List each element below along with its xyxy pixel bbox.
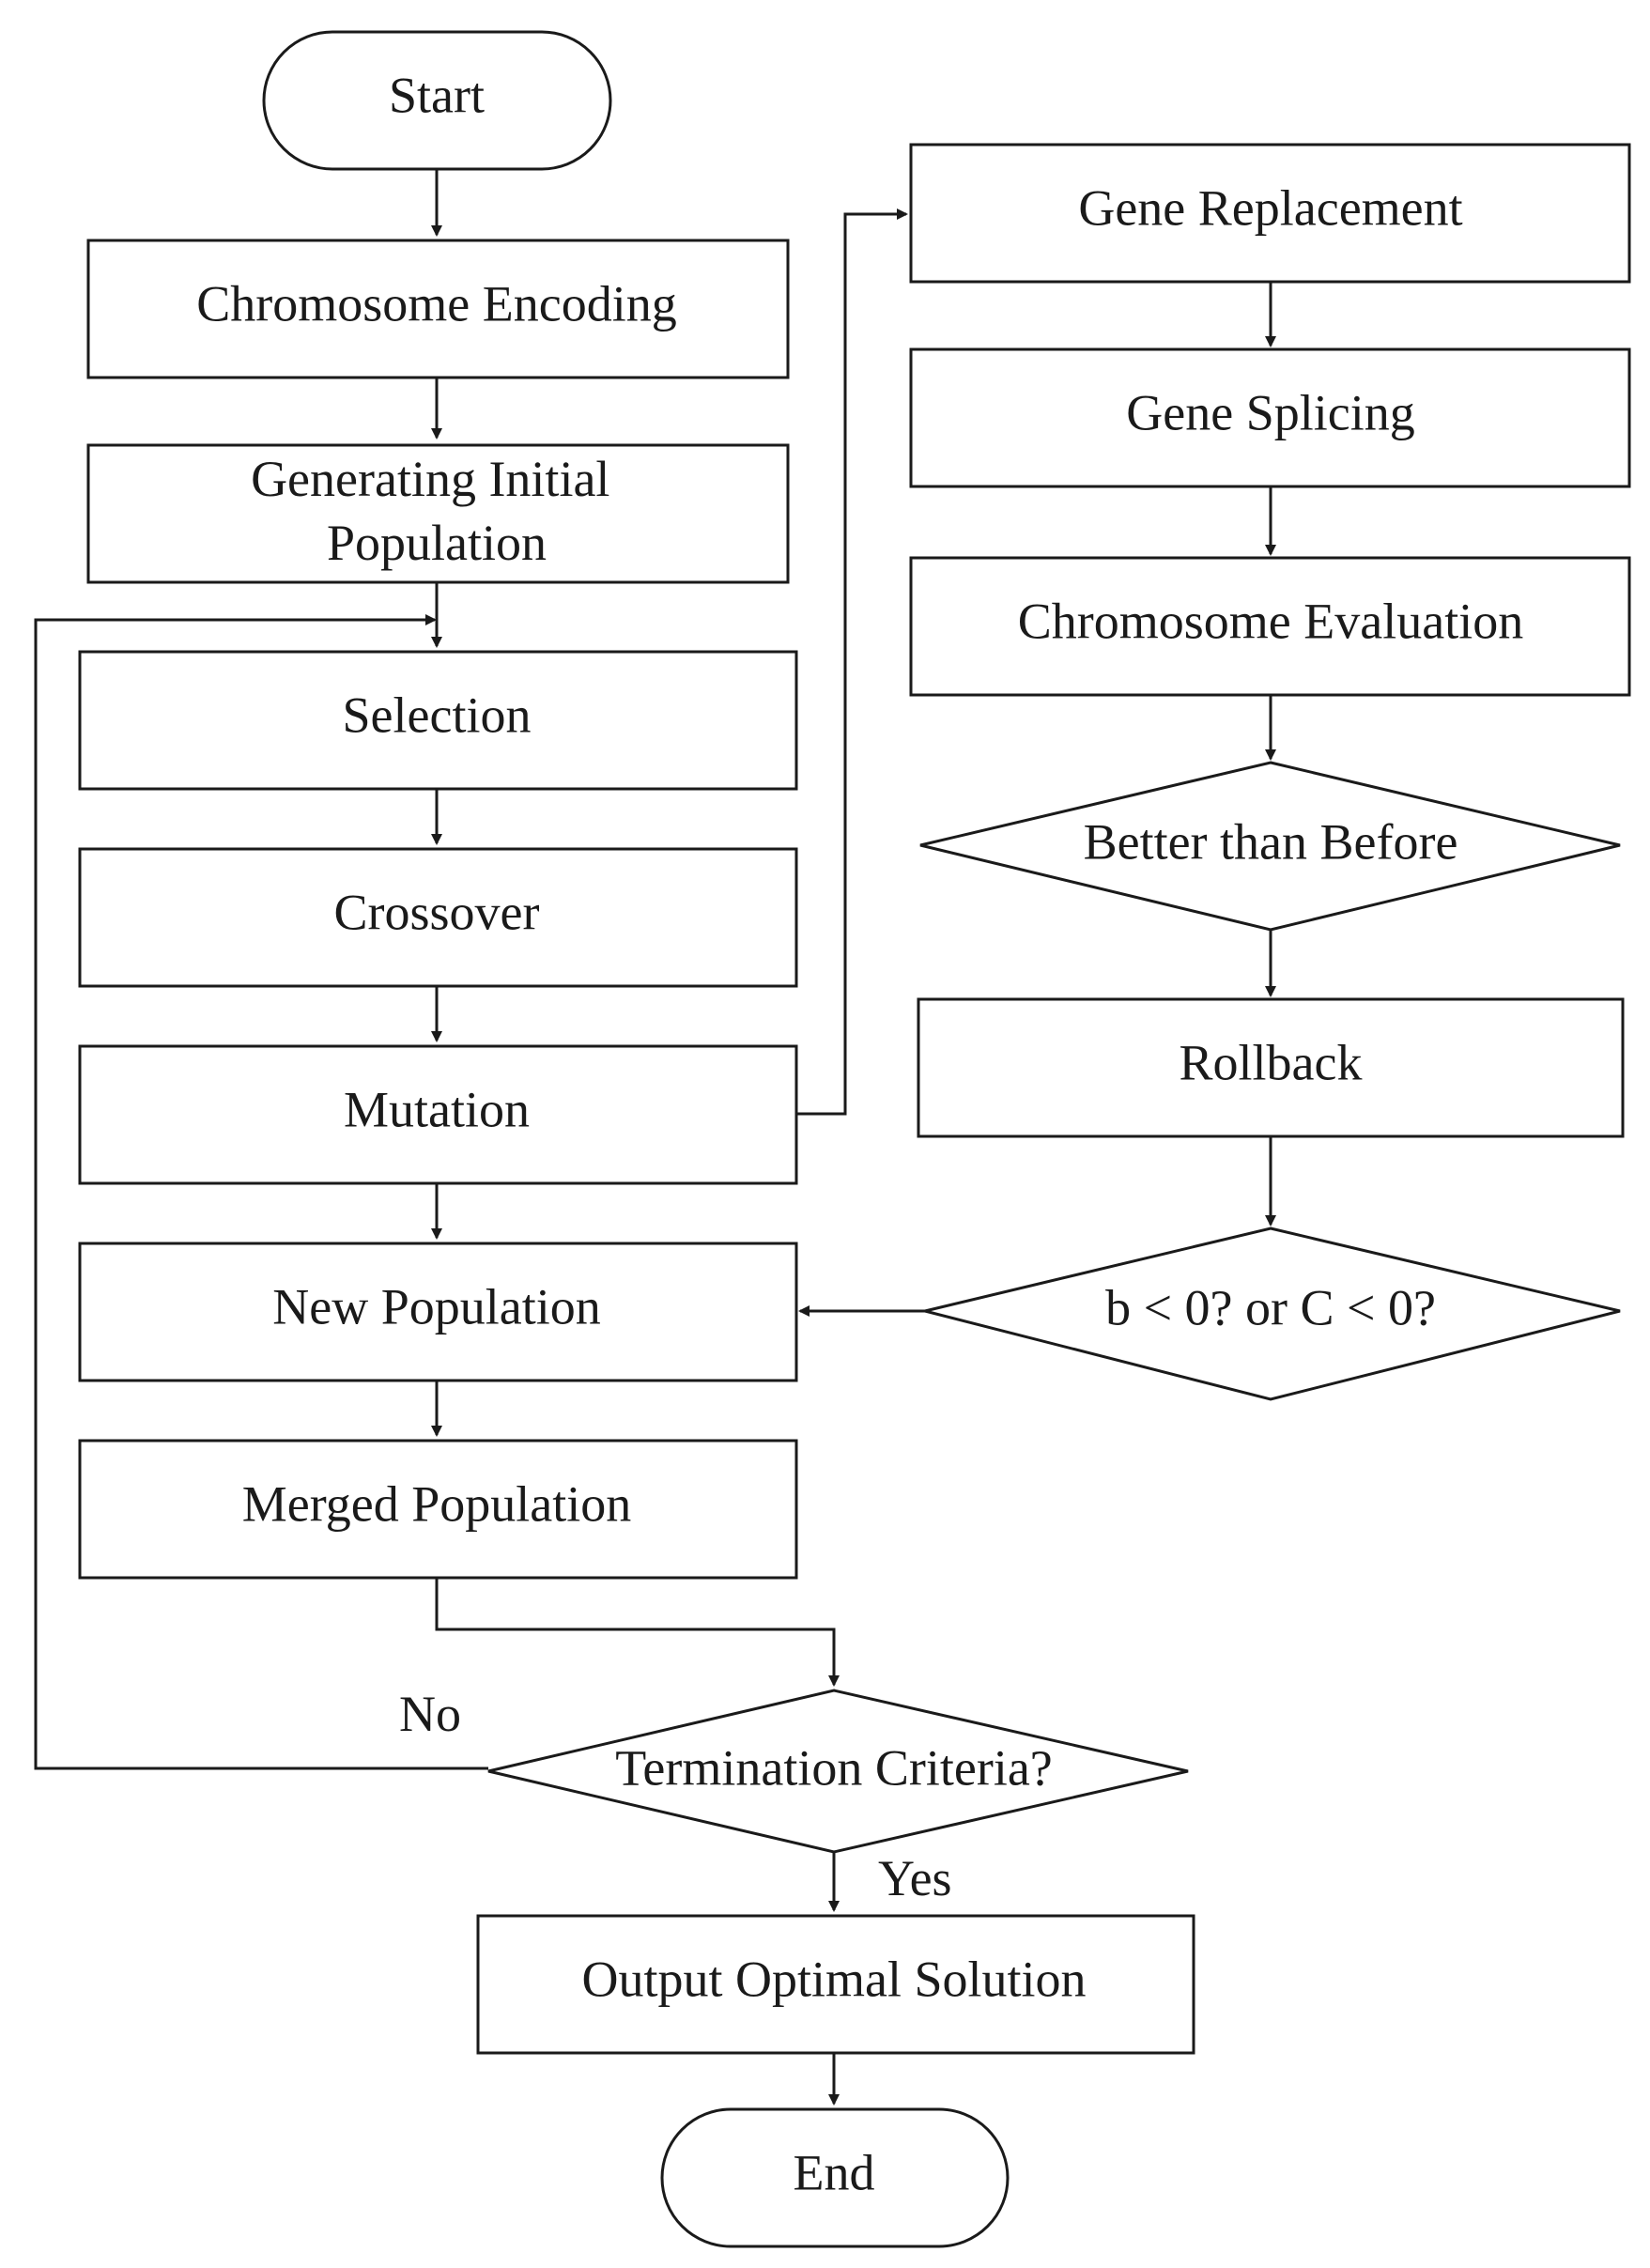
node-selection: Selection (78, 650, 798, 791)
edge-merged-to-termination (435, 1578, 840, 1687)
node-b-or-c-check-label: b < 0? or C < 0? (1105, 1279, 1436, 1335)
node-crossover-label: Crossover (334, 884, 540, 940)
node-new-population-label: New Population (272, 1278, 600, 1335)
edge-mutation-to-gene-replacement (796, 208, 908, 1116)
node-termination-criteria-label: Termination Criteria? (615, 1739, 1053, 1796)
node-merged-population: Merged Population (78, 1439, 798, 1580)
connectors (34, 169, 1276, 2106)
node-better-than-before: Better than Before (919, 761, 1621, 932)
node-output-optimal-solution-label: Output Optimal Solution (581, 1951, 1086, 2007)
node-start-label: Start (389, 67, 485, 123)
edge-termination-no-to-selection (34, 614, 488, 1770)
node-output-optimal-solution: Output Optimal Solution (476, 1914, 1195, 2055)
node-generating-initial-population: Generating Initial Population (86, 443, 790, 584)
edge-label-yes: Yes (878, 1850, 952, 1906)
node-mutation: Mutation (78, 1044, 798, 1185)
edge-label-no: No (399, 1686, 461, 1742)
node-merged-population-label: Merged Population (242, 1475, 631, 1532)
node-generating-initial-population-label: Generating Initial Population (251, 451, 623, 571)
node-gene-replacement: Gene Replacement (909, 143, 1631, 284)
node-crossover: Crossover (78, 847, 798, 988)
node-mutation-label: Mutation (344, 1081, 530, 1137)
node-gene-replacement-label: Gene Replacement (1078, 179, 1462, 236)
node-gene-splicing: Gene Splicing (909, 347, 1631, 488)
node-chromosome-evaluation: Chromosome Evaluation (909, 556, 1631, 697)
node-chromosome-evaluation-label: Chromosome Evaluation (1018, 593, 1523, 649)
node-rollback-label: Rollback (1180, 1034, 1363, 1090)
node-chromosome-encoding-label: Chromosome Encoding (196, 275, 676, 332)
node-new-population: New Population (78, 1242, 798, 1382)
node-start: Start (262, 30, 612, 171)
node-rollback: Rollback (917, 997, 1625, 1138)
node-termination-criteria: Termination Criteria? (487, 1689, 1189, 1854)
node-b-or-c-check: b < 0? or C < 0? (924, 1227, 1621, 1401)
node-selection-label: Selection (343, 687, 532, 743)
node-better-than-before-label: Better than Before (1084, 813, 1458, 870)
node-chromosome-encoding: Chromosome Encoding (86, 239, 790, 379)
node-end: End (660, 2107, 1010, 2248)
node-gene-splicing-label: Gene Splicing (1126, 384, 1414, 440)
node-end-label: End (794, 2144, 875, 2200)
